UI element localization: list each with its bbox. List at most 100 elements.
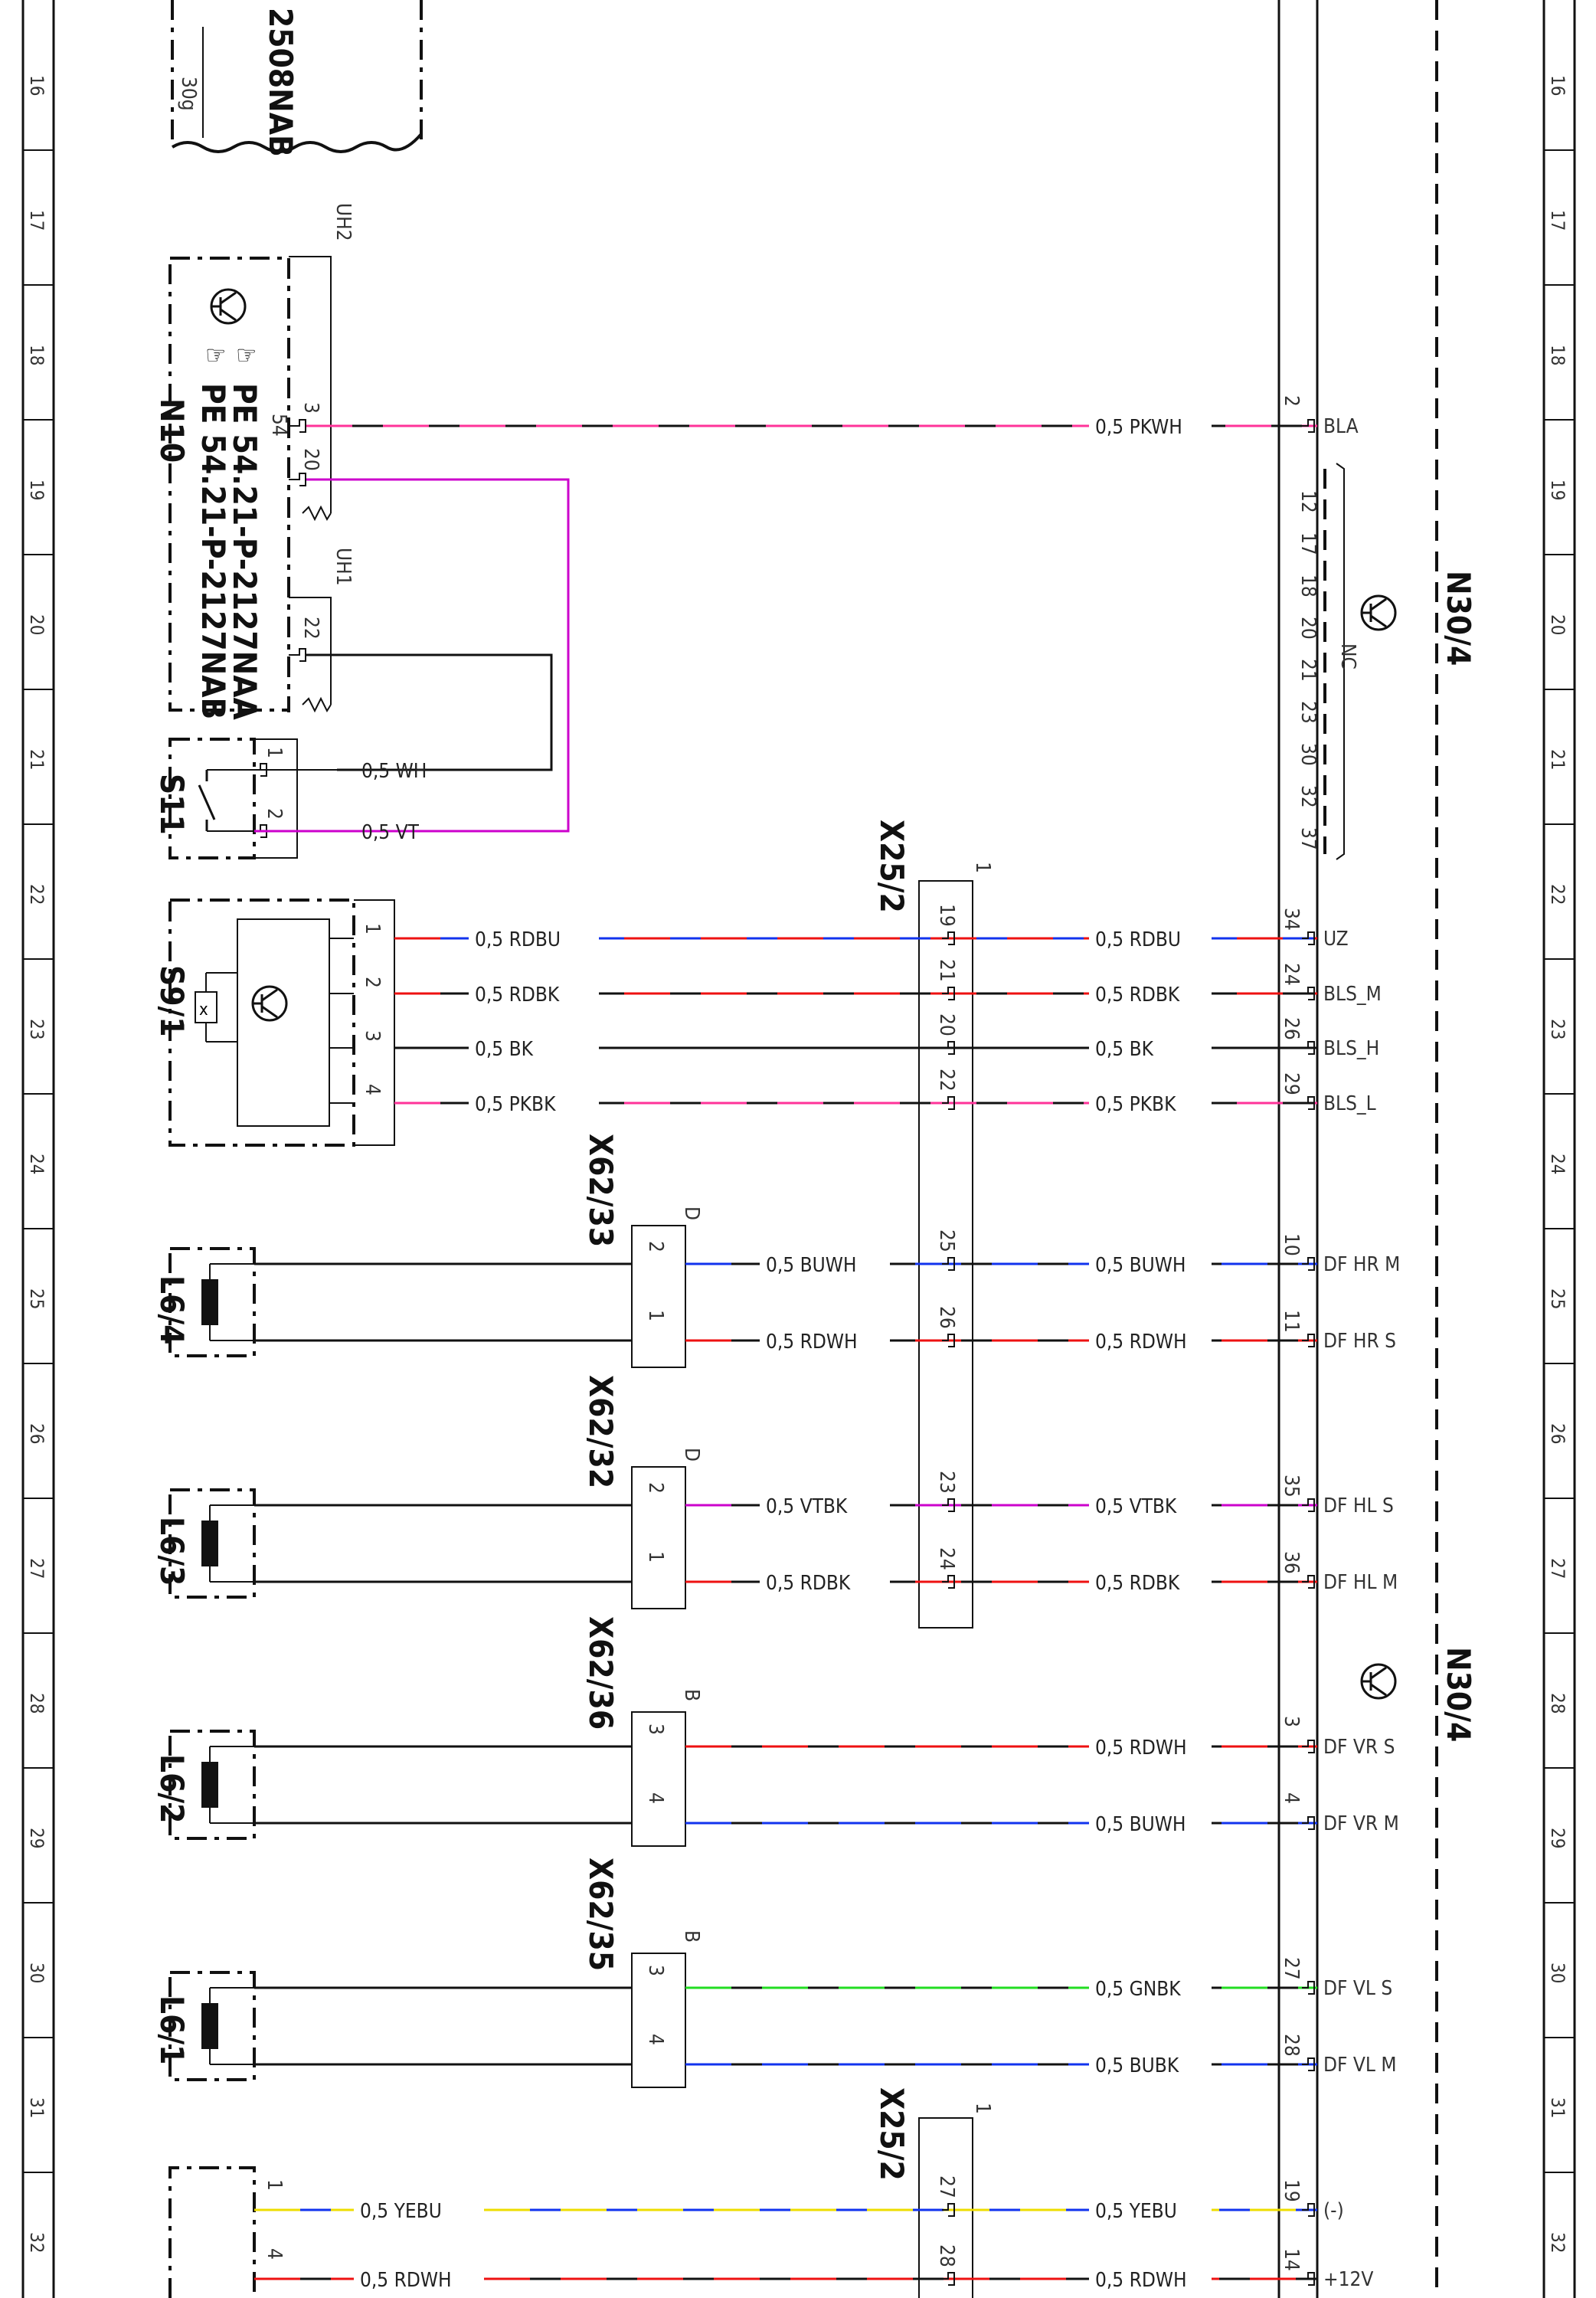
row-number: 27 bbox=[26, 1558, 47, 1579]
row-number: 29 bbox=[1547, 1828, 1568, 1848]
transistor-icon bbox=[1360, 594, 1397, 631]
n10-doc-line1: PE 54.21-P-2127NAA bbox=[226, 383, 263, 721]
wire-right-label: 0,5 RDBK bbox=[1095, 1572, 1180, 1595]
pin-terminal bbox=[1302, 1575, 1315, 1589]
pin-terminal bbox=[1302, 987, 1315, 1000]
wire-left-label: 0,5 BK bbox=[475, 1038, 534, 1061]
row-number: 28 bbox=[1547, 1693, 1568, 1714]
sensor-x-icon: x bbox=[199, 1000, 208, 1020]
n30-4-signal: +12V bbox=[1323, 2268, 1373, 2291]
row-number: 21 bbox=[26, 749, 47, 770]
l6-4-label: L6/4 bbox=[153, 1275, 191, 1344]
n30-4-signal: UZ bbox=[1323, 928, 1349, 951]
wire-right-label: 0,5 BUBK bbox=[1095, 2054, 1179, 2077]
row-number: 19 bbox=[26, 480, 47, 500]
wire-label-bg bbox=[354, 2265, 484, 2293]
pin-terminal bbox=[1302, 1816, 1315, 1830]
s9-1-pin-1: 1 bbox=[361, 923, 384, 935]
row-grid bbox=[23, 149, 1575, 2173]
wire-label-bg bbox=[469, 980, 599, 1007]
x62-35-pin-3: 3 bbox=[644, 1965, 667, 1976]
n30-4-signal: DF HL S bbox=[1323, 1494, 1394, 1517]
x25-2-pin: 24 bbox=[935, 1547, 958, 1570]
nc-pin: 30 bbox=[1297, 743, 1320, 766]
wire-left-label: 0,5 RDBU bbox=[475, 928, 561, 951]
pin-terminal bbox=[942, 2272, 955, 2286]
wire-label-bg bbox=[1089, 412, 1212, 440]
n30-4-signal: BLS_H bbox=[1323, 1037, 1379, 1060]
n30-4-pin: 19 bbox=[1280, 2179, 1303, 2202]
component-s9-1: x S9/1 1 2 3 4 bbox=[153, 899, 395, 1147]
sensor-coil-icon bbox=[201, 2003, 218, 2049]
x25-2-pin: 25 bbox=[935, 1229, 958, 1252]
n30-4-pin: 35 bbox=[1280, 1475, 1303, 1498]
pin-terminal bbox=[942, 1096, 955, 1110]
n10-doc-line2: PE 54.21-P-2127NAB bbox=[195, 383, 232, 719]
n30-4-signal: BLA bbox=[1323, 415, 1359, 438]
pin-terminal bbox=[1302, 1041, 1315, 1055]
n30-4-signal: DF VL M bbox=[1323, 2054, 1397, 2077]
row-number: 20 bbox=[1547, 614, 1568, 635]
s9-1-pin-2: 2 bbox=[361, 977, 384, 988]
pin-terminal bbox=[942, 987, 955, 1000]
connector-x62-33: X62/33 D 2 1 bbox=[582, 1134, 703, 1368]
wire-label-bg bbox=[1089, 2196, 1212, 2224]
wire-left-label: 0,5 YEBU bbox=[360, 2200, 442, 2223]
l6-2-label: L6/2 bbox=[153, 1754, 191, 1823]
x62-32-pin-1: 1 bbox=[644, 1551, 667, 1563]
nc-pin: 12 bbox=[1297, 490, 1320, 513]
n30-4-pin: 4 bbox=[1280, 1792, 1303, 1804]
row-number: 32 bbox=[26, 2232, 47, 2253]
l6-1-label: L6/1 bbox=[153, 1995, 191, 2064]
uh2-label: UH2 bbox=[332, 203, 355, 241]
wire-right-label: 0,5 BUWH bbox=[1095, 1254, 1186, 1277]
component-l6-4: L6/4 bbox=[153, 1247, 256, 1357]
nc-pin: 20 bbox=[1297, 617, 1320, 640]
s11-label: S11 bbox=[153, 774, 191, 835]
n10-label: N10 bbox=[153, 398, 191, 463]
s11-pin-2: 2 bbox=[263, 808, 286, 820]
row-number: 23 bbox=[1547, 1019, 1568, 1039]
x62-36-tag: B bbox=[680, 1689, 703, 1701]
pin-terminal bbox=[1302, 1096, 1315, 1110]
n30-4-signal: (-) bbox=[1323, 2199, 1344, 2222]
sensor-coil-icon bbox=[201, 1279, 218, 1325]
x62-32-label: X62/32 bbox=[582, 1375, 620, 1488]
n30-4-pin: 2 bbox=[1280, 395, 1303, 407]
pin-terminal bbox=[1302, 419, 1315, 433]
wire-label-bg bbox=[1089, 925, 1212, 952]
pin-terminal bbox=[1302, 1981, 1315, 1995]
wire-label-bg bbox=[469, 1034, 599, 1062]
nc-pin: 18 bbox=[1297, 574, 1320, 597]
connector-x62-32: X62/32 D 2 1 bbox=[582, 1375, 703, 1609]
hand-icon: ☞ bbox=[236, 340, 257, 371]
wire-label-bg bbox=[354, 2196, 484, 2224]
wire-left-label: 0,5 PKBK bbox=[475, 1093, 556, 1116]
connector-x25-2-a: X25/2 1 bbox=[873, 820, 994, 1629]
wire-label-bg bbox=[1089, 1034, 1212, 1062]
page-frame bbox=[21, 0, 1576, 2298]
wire-label-bg bbox=[1089, 1733, 1212, 1760]
n30-4-signal: DF VR S bbox=[1323, 1736, 1395, 1759]
wire-label-bg bbox=[1089, 2051, 1212, 2078]
wire-left-label: 0,5 RDBK bbox=[475, 984, 560, 1007]
component-2508nab: 2508NAB 30g bbox=[171, 0, 423, 157]
wire-right-label: 0,5 RDBU bbox=[1095, 928, 1181, 951]
wire-label-bg bbox=[1089, 1974, 1212, 2002]
row-number: 29 bbox=[26, 1828, 47, 1848]
row-number: 16 bbox=[1547, 75, 1568, 96]
connector-x62-36: X62/36 B 3 4 bbox=[582, 1616, 703, 1847]
wire-right-label: 0,5 RDWH bbox=[1095, 1331, 1187, 1354]
row-number: 27 bbox=[1547, 1558, 1568, 1579]
nc-pin: 17 bbox=[1297, 532, 1320, 555]
bottom-pin-1: 1 bbox=[263, 2179, 286, 2191]
pin-terminal bbox=[1302, 2057, 1315, 2071]
x62-33-pin-1: 1 bbox=[644, 1310, 667, 1321]
wire-right-label: 0,5 RDWH bbox=[1095, 1737, 1187, 1760]
